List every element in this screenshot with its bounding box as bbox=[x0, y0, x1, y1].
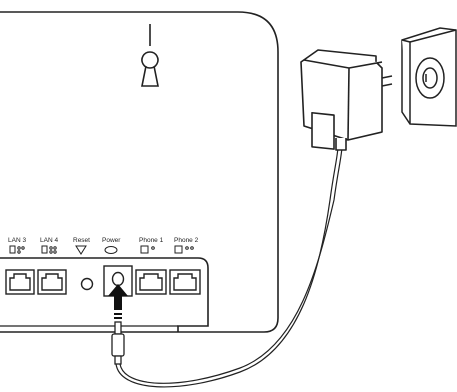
reset-triangle-icon bbox=[75, 245, 87, 255]
lan4-indicator-icon bbox=[41, 245, 57, 254]
lan4-jack bbox=[37, 269, 67, 295]
power-oval-icon bbox=[104, 246, 118, 254]
phone2-indicator-icon bbox=[174, 245, 194, 254]
port-label-phone2: Phone 2 bbox=[174, 237, 199, 244]
barrel-plug bbox=[111, 321, 125, 365]
lan3-jack bbox=[5, 269, 35, 295]
power-adapter-icon bbox=[300, 49, 393, 151]
port-label-reset: Reset bbox=[73, 237, 90, 244]
port-label-lan3: LAN 3 bbox=[8, 237, 26, 244]
port-label-power: Power bbox=[102, 237, 121, 244]
reset-button bbox=[80, 277, 94, 291]
port-indicators bbox=[9, 245, 194, 255]
wall-mount-keyhole-icon bbox=[141, 24, 159, 87]
port-label-phone1: Phone 1 bbox=[139, 237, 164, 244]
lan3-indicator-icon bbox=[9, 245, 25, 254]
router-body bbox=[0, 11, 279, 333]
phone1-jack bbox=[135, 269, 167, 295]
phone2-jack bbox=[169, 269, 201, 295]
port-labels: LAN 3 LAN 4 Reset Power Phone 1 Phone 2 bbox=[8, 237, 199, 244]
phone1-indicator-icon bbox=[140, 245, 155, 254]
power-cable bbox=[115, 145, 343, 388]
ports bbox=[5, 265, 201, 297]
port-label-lan4: LAN 4 bbox=[40, 237, 58, 244]
wall-socket-icon bbox=[401, 27, 457, 127]
insert-arrow-icon bbox=[108, 284, 128, 319]
